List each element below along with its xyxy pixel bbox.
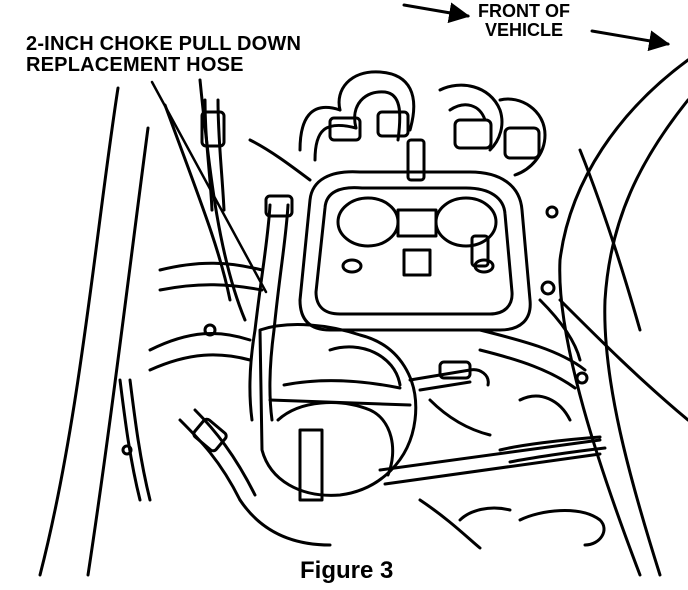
left-fender-lines — [38, 78, 247, 577]
front-of-vehicle-label: FRONT OF VEHICLE — [478, 2, 570, 40]
carburetor-top — [298, 138, 532, 332]
front-arrow-right — [590, 29, 671, 52]
figure-caption: Figure 3 — [300, 557, 394, 584]
hose-callout-line1: 2-INCH CHOKE PULL DOWN — [26, 33, 302, 55]
throttle-linkage — [378, 328, 607, 547]
hose-callout-label: 2-INCH CHOKE PULL DOWN REPLACEMENT HOSE — [26, 34, 301, 76]
lower-structure — [203, 205, 589, 550]
choke-housing — [258, 323, 418, 502]
front-arrow-left — [402, 2, 471, 24]
choke-pull-down-hose — [248, 138, 312, 422]
left-hoses — [118, 98, 264, 502]
right-fender-lines — [558, 58, 688, 577]
hose-callout-line2: REPLACEMENT HOSE — [26, 54, 244, 76]
front-label-line2: VEHICLE — [484, 19, 563, 40]
upper-hoses — [298, 70, 547, 177]
front-label-line1: FRONT OF — [478, 1, 570, 21]
